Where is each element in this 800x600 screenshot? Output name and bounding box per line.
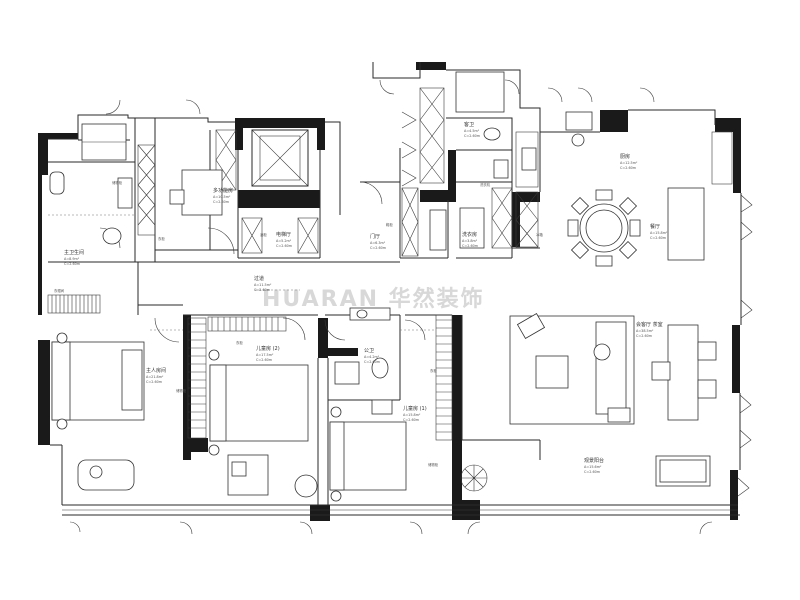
label-kids-room-2: 儿童房 (2) A=17.5m² C=2.60m: [256, 345, 280, 362]
svg-text:厨房: 厨房: [620, 153, 630, 160]
label-kitchen: 厨房 A=12.5m² C=2.60m: [620, 153, 638, 170]
svg-text:酒柜: 酒柜: [260, 232, 267, 237]
label-master-bedroom: 主人房间 A=21.8m² C=2.60m: [146, 367, 166, 384]
svg-text:A=8.9m²: A=8.9m²: [64, 257, 80, 261]
furniture: [49, 71, 717, 502]
svg-text:C=2.60m: C=2.60m: [636, 334, 653, 338]
svg-text:鞋柜: 鞋柜: [386, 222, 393, 227]
coffee-table: [535, 355, 569, 389]
svg-text:主人房间: 主人房间: [146, 367, 166, 374]
svg-text:A=12.5m²: A=12.5m²: [620, 161, 638, 165]
study-desk: [181, 169, 223, 216]
doors: [69, 79, 753, 535]
svg-text:衣柜: 衣柜: [430, 368, 437, 373]
svg-text:A=15.8m²: A=15.8m²: [403, 413, 421, 417]
svg-text:餐厅: 餐厅: [650, 223, 660, 230]
svg-text:储物柜: 储物柜: [428, 462, 439, 467]
label-study: 多功能房 A=10.5m² C=2.60m: [213, 187, 233, 204]
label-guest-bathroom: 客卫 A=4.5m² C=2.60m: [464, 121, 481, 138]
svg-text:公卫: 公卫: [364, 348, 374, 354]
svg-text:客卫: 客卫: [464, 121, 474, 128]
svg-text:过道: 过道: [254, 275, 264, 282]
svg-text:洗衣机: 洗衣机: [480, 182, 491, 187]
svg-text:A=5.2m²: A=5.2m²: [276, 239, 292, 243]
cabinets: [137, 87, 733, 257]
label-corridor: 过道 A=11.5m² C=2.60m: [254, 275, 272, 292]
svg-text:门厅: 门厅: [370, 233, 380, 240]
svg-text:A=10.5m²: A=10.5m²: [213, 195, 231, 199]
svg-text:A=4.2m²: A=4.2m²: [364, 355, 380, 359]
svg-text:A=3.8m²: A=3.8m²: [462, 239, 478, 243]
windows: [47, 294, 738, 511]
svg-text:观景阳台: 观景阳台: [584, 457, 604, 464]
svg-text:冰箱: 冰箱: [536, 232, 543, 237]
svg-text:儿童房 (1): 儿童房 (1): [403, 405, 427, 412]
svg-text:C=2.60m: C=2.60m: [254, 288, 271, 292]
svg-text:C=2.60m: C=2.60m: [620, 166, 637, 170]
svg-text:C=2.60m: C=2.60m: [276, 244, 293, 248]
label-dining: 餐厅 A=15.8m² C=2.60m: [650, 223, 668, 240]
tea-table: [667, 324, 699, 421]
svg-text:C=2.60m: C=2.60m: [64, 262, 81, 266]
svg-text:C=2.60m: C=2.60m: [650, 236, 667, 240]
label-landscape-balcony: 观景阳台 A=15.6m² C=2.60m: [584, 457, 604, 474]
fixture-labels: 衣柜 衣帽间 衣柜 储物柜 衣柜 储物柜 鞋柜 冰箱 洗衣机 酒柜 储物柜: [54, 180, 543, 467]
svg-text:洗衣房: 洗衣房: [462, 231, 477, 238]
svg-text:储物柜: 储物柜: [112, 180, 123, 185]
svg-text:A=15.6m²: A=15.6m²: [584, 465, 602, 469]
toilet: [49, 171, 65, 195]
svg-text:衣帽间: 衣帽间: [54, 288, 65, 293]
svg-text:C=2.60m: C=2.60m: [146, 380, 163, 384]
label-elevator: 电梯厅 A=5.2m² C=2.60m: [276, 231, 293, 248]
dashed-lines: [48, 214, 436, 331]
label-master-bathroom: 主卫生间 A=8.9m² C=2.60m: [64, 249, 84, 266]
svg-text:C=2.60m: C=2.60m: [464, 134, 481, 138]
svg-text:C=2.60m: C=2.60m: [584, 470, 601, 474]
svg-text:C=2.60m: C=2.60m: [256, 358, 273, 362]
kitchen-island: [667, 187, 705, 261]
svg-text:多功能房: 多功能房: [213, 187, 233, 194]
lounge-chair: [77, 459, 135, 491]
label-kids-room-1: 儿童房 (1) A=15.8m² C=2.60m: [403, 405, 427, 422]
svg-text:A=4.5m²: A=4.5m²: [464, 129, 480, 133]
svg-text:C=2.60m: C=2.60m: [370, 246, 387, 250]
svg-text:C=2.60m: C=2.60m: [213, 200, 230, 204]
label-laundry: 洗衣房 A=3.8m² C=2.60m: [462, 231, 479, 248]
svg-text:C=2.60m: C=2.60m: [403, 418, 420, 422]
bathtub: [102, 227, 122, 245]
sofa: [595, 321, 627, 415]
svg-text:A=17.5m²: A=17.5m²: [256, 353, 274, 357]
svg-text:A=11.5m²: A=11.5m²: [254, 283, 272, 287]
svg-text:A=15.8m²: A=15.8m²: [650, 231, 668, 235]
svg-text:儿童房 (2): 儿童房 (2): [256, 345, 280, 352]
svg-text:衣柜: 衣柜: [236, 340, 243, 345]
label-foyer: 门厅 A=6.3m² C=2.60m: [370, 233, 387, 250]
elevator: [251, 129, 309, 187]
svg-text:A=38.5m²: A=38.5m²: [636, 329, 654, 333]
label-living-room: 会客厅 茶室 A=38.5m² C=2.60m: [636, 321, 663, 338]
label-public-bathroom: 公卫 A=4.2m² C=2.60m: [364, 348, 381, 364]
svg-text:衣柜: 衣柜: [158, 236, 165, 241]
svg-text:A=21.8m²: A=21.8m²: [146, 375, 164, 379]
svg-text:会客厅 茶室: 会客厅 茶室: [636, 321, 663, 328]
svg-text:主卫生间: 主卫生间: [64, 249, 84, 256]
svg-text:C=2.60m: C=2.60m: [462, 244, 479, 248]
svg-text:C=2.60m: C=2.60m: [364, 360, 381, 364]
svg-text:电梯厅: 电梯厅: [276, 231, 291, 238]
room-labels: 主卫生间 A=8.9m² C=2.60m 多功能房 A=10.5m² C=2.6…: [64, 121, 668, 474]
svg-text:储物柜: 储物柜: [176, 388, 187, 393]
svg-text:A=6.3m²: A=6.3m²: [370, 241, 386, 245]
interior-walls: [48, 62, 742, 516]
